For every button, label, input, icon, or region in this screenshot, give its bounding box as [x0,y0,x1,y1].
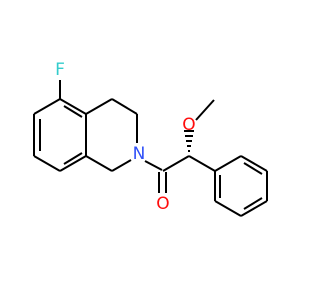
double-bond-line [243,162,263,175]
molecule-canvas: F N O O [33,60,268,217]
carbonyl-oxygen-label: O [156,194,169,214]
fluorobenzene-ring [33,98,87,172]
bond [59,98,87,115]
bond [85,155,113,172]
methoxy-bond [195,99,215,121]
bond [162,155,190,172]
piperidine-ring [85,98,138,172]
stereo-hashed-wedge [184,130,194,152]
bond [188,155,216,172]
bond [240,200,268,217]
fluorine-atom-label: F [55,60,65,80]
carbonyl-double-bond [158,172,167,193]
double-bond-line [243,197,263,210]
bond [240,155,268,172]
bond [111,98,138,115]
structure-diagram: F N O O [33,60,268,217]
phenyl-ring [214,155,268,217]
nitrogen-atom-label: N [133,144,146,164]
bond [33,155,61,172]
bond [59,155,87,172]
bond [33,98,61,115]
double-bond-line [63,152,83,165]
bond [111,159,132,172]
bond [85,98,113,115]
double-bond-line [63,105,83,118]
methoxy-oxygen-label: O [182,115,195,135]
bond [214,155,242,172]
bond [214,200,242,217]
amide-bond [144,160,163,171]
